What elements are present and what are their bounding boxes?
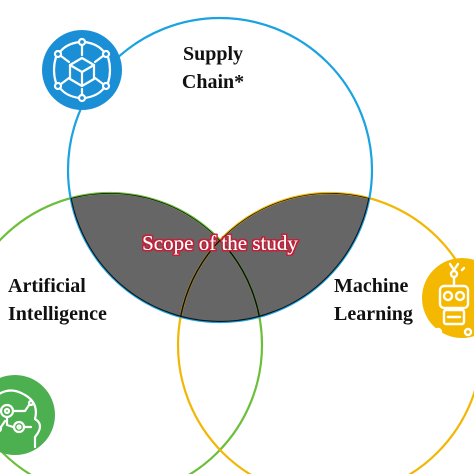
supply-chain-label-line2: Chain* xyxy=(182,71,244,93)
network-box-icon xyxy=(42,30,122,110)
machine-learning-label-line1: Machine xyxy=(334,275,409,297)
scope-label: Scope of the study xyxy=(142,231,298,255)
machine-learning-label-line2: Learning xyxy=(334,303,413,325)
ai-brain-icon xyxy=(0,375,55,455)
artificial-intelligence-label-line2: Intelligence xyxy=(8,303,107,325)
artificial-intelligence-label-line1: Artificial xyxy=(8,275,86,297)
supply-chain-label-line1: Supply xyxy=(183,43,243,65)
robot-icon xyxy=(422,258,474,338)
